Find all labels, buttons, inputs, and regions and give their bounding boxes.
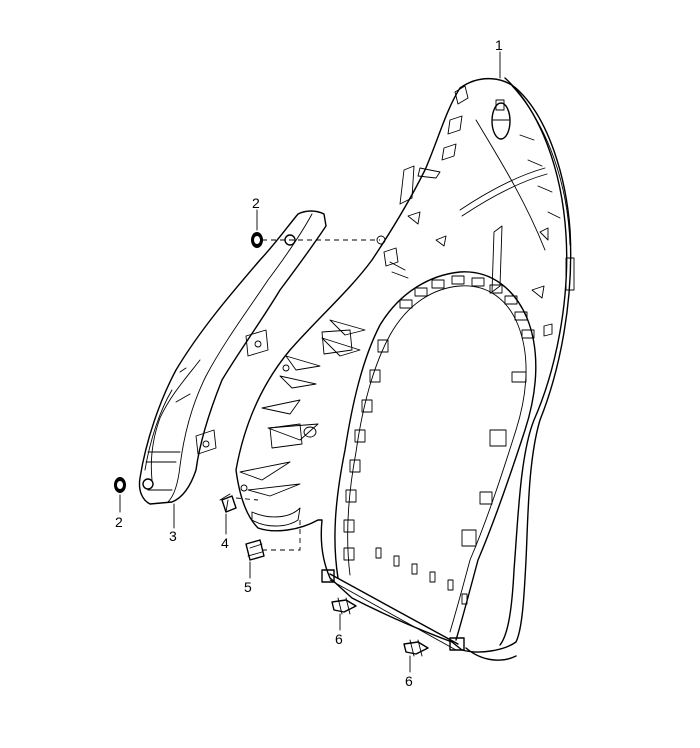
callout-6-right: 6: [405, 673, 413, 689]
callout-2-bottom: 2: [115, 514, 123, 530]
mounting-stud: [491, 99, 511, 140]
callout-5: 5: [244, 579, 252, 595]
callout-3: 3: [169, 528, 177, 544]
clip-part-6-right: [403, 639, 429, 657]
assembly-guide-lines: [235, 239, 380, 551]
callout-2-top: 2: [252, 195, 260, 211]
leader-lines: [119, 51, 501, 673]
retainer-part-5: [245, 539, 265, 561]
washer-bottom: [114, 477, 126, 493]
backrest-shell: [235, 77, 575, 661]
callout-4: 4: [221, 535, 229, 551]
clip-part-4: [219, 493, 237, 513]
clip-part-6-left: [331, 597, 357, 615]
washer-top: [251, 232, 263, 248]
callout-1: 1: [495, 37, 503, 53]
side-trim-panel: [138, 210, 327, 505]
callout-6-left: 6: [335, 631, 343, 647]
